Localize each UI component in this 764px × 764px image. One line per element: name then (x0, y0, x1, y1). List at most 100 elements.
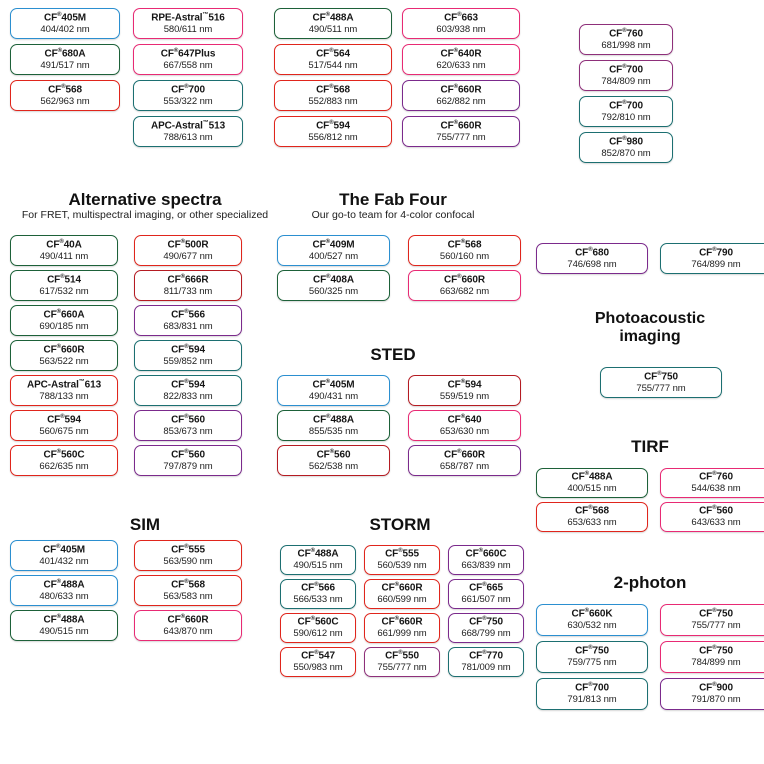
dye-spectra: 784/899 nm (691, 657, 741, 669)
trademark-mark: ® (457, 448, 462, 455)
dye-spectra: 560/675 nm (39, 425, 89, 437)
dye-spectra: 643/633 nm (691, 517, 741, 529)
trademark-mark: ® (60, 413, 65, 420)
dye-spectra: 562/538 nm (308, 460, 359, 472)
dye-name: CF®660R (444, 448, 485, 461)
trademark-mark: ® (712, 246, 717, 253)
trademark-mark: ® (184, 308, 189, 315)
section-title-alternative-spectra: Alternative spectra (68, 190, 222, 209)
trademark-mark: ® (60, 273, 65, 280)
trademark-mark: ® (712, 505, 717, 512)
dye-spectra: 690/185 nm (39, 320, 89, 332)
dye-spectra: 791/813 nm (567, 694, 617, 706)
trademark-mark: ® (314, 650, 319, 657)
dye-name: CF®488A (312, 11, 354, 24)
dye-spectra: 490/411 nm (39, 250, 89, 262)
dye-spectra: 681/998 nm (601, 39, 651, 51)
dye-spectra: 661/999 nm (377, 628, 427, 640)
dye-name: CF®640 (447, 413, 482, 426)
dye-name: CF®568 (171, 578, 205, 591)
dye-name: CF®660R (43, 343, 85, 356)
trademark-mark: ® (460, 378, 466, 385)
dye-name: CF®566 (171, 308, 205, 321)
trademark-mark: ® (398, 548, 403, 555)
dye-name: CF®550 (385, 650, 419, 662)
